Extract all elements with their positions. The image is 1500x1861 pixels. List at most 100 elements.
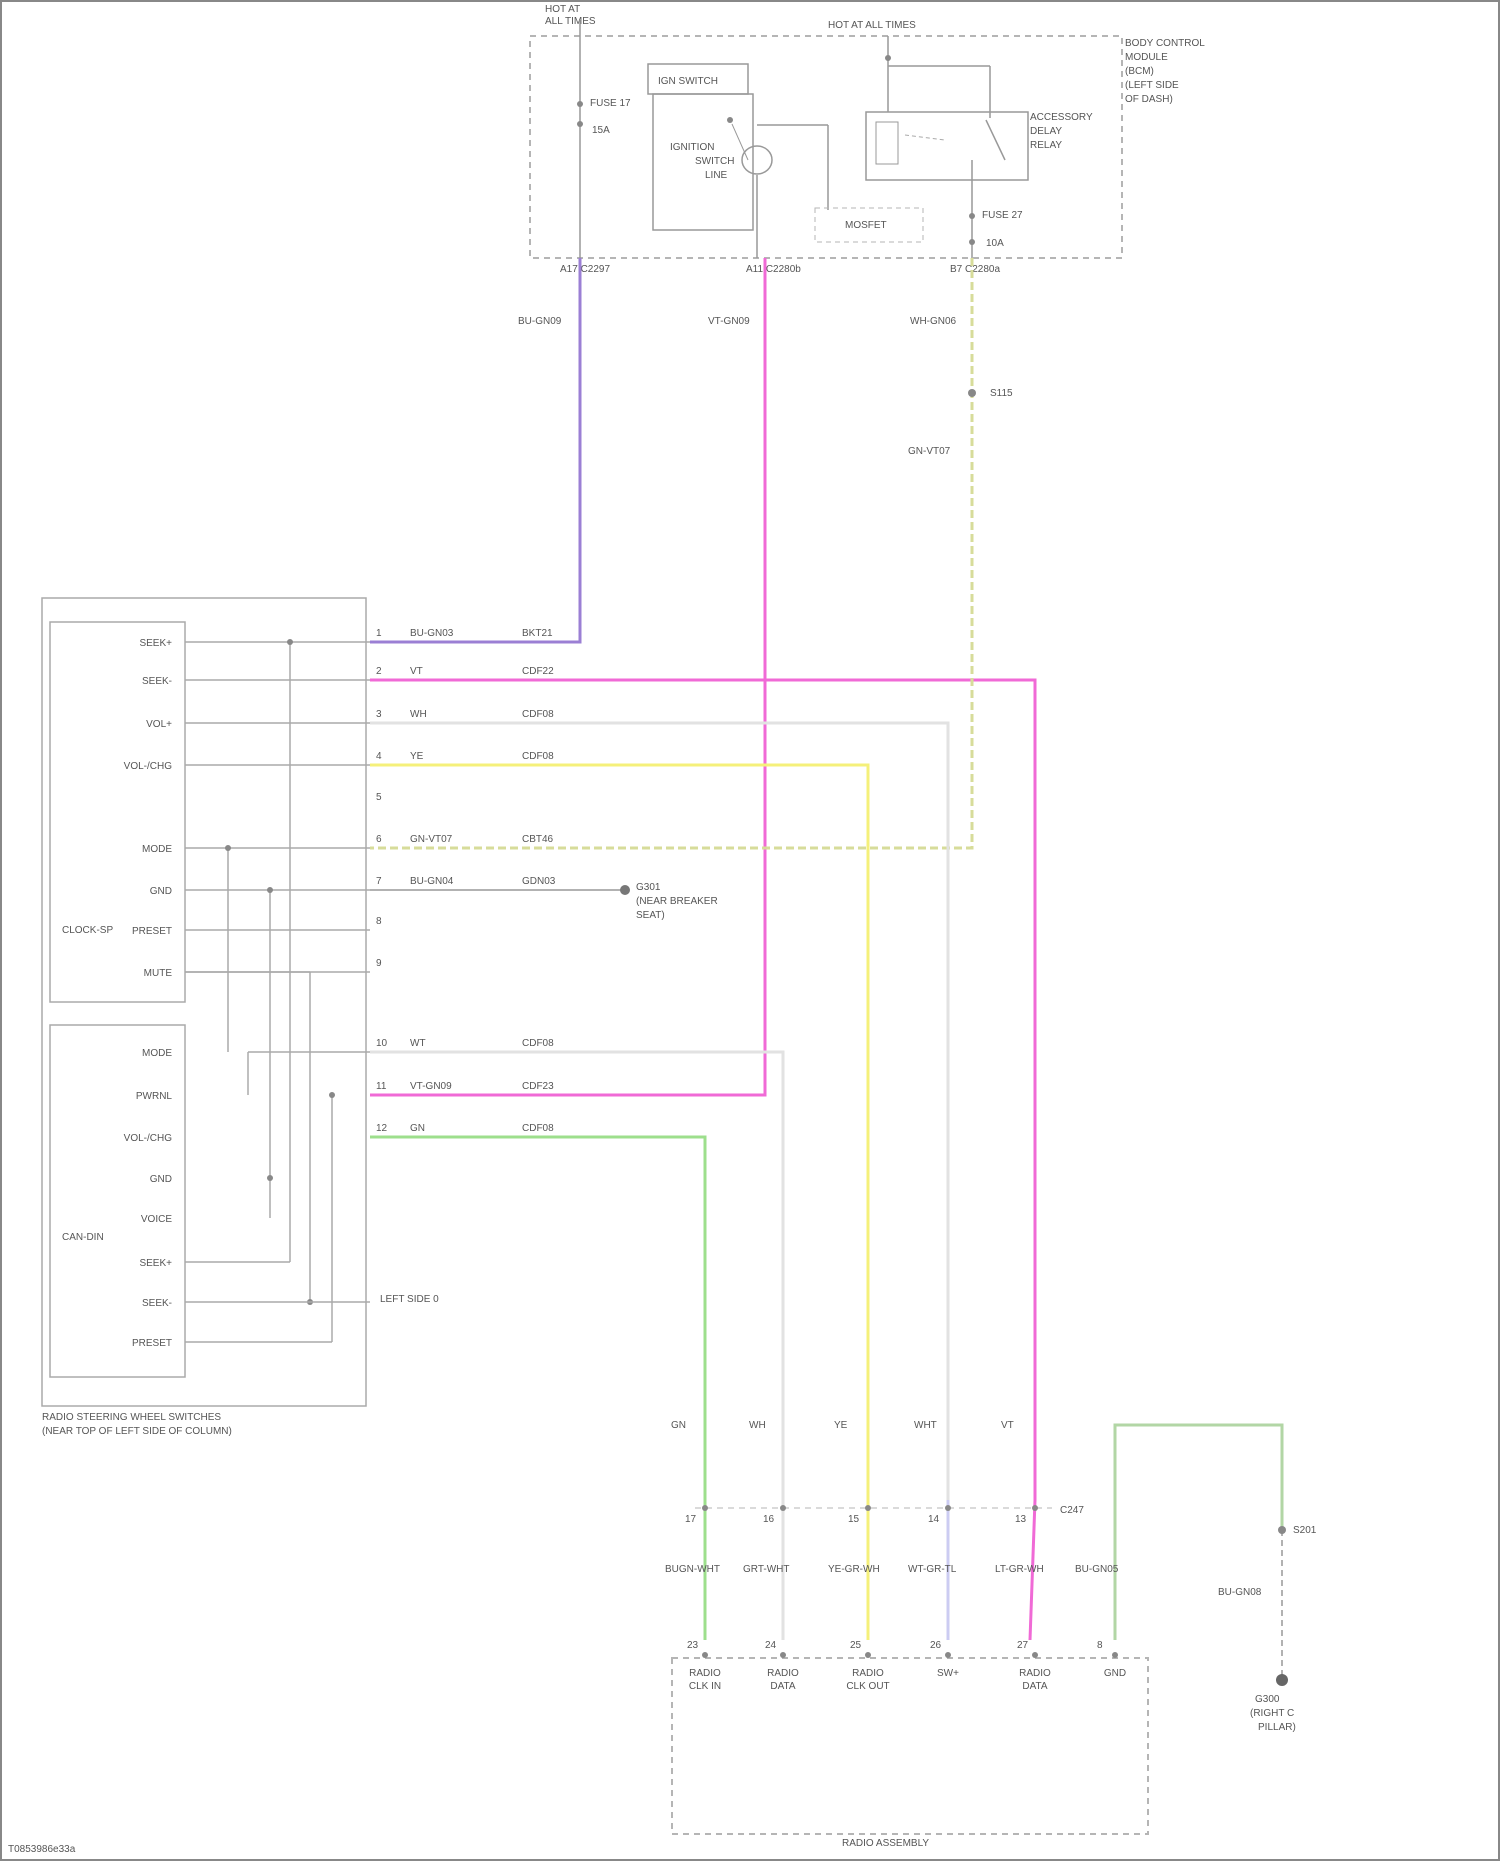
cavity-number: 4 [376,751,382,762]
radio-pin-name: RADIO [689,1668,721,1679]
wire-pink-label: VT-GN09 [708,316,750,327]
splice-s201-label: S201 [1293,1525,1317,1536]
cavity-circuit: CBT46 [522,834,554,845]
radio-circuit: LT-GR-WH [995,1564,1044,1575]
g301-label-1: G301 [636,882,661,893]
bottom-wire-color: YE [834,1420,848,1431]
ground-g300-point [1276,1674,1288,1686]
cavity-number: 1 [376,628,382,639]
cavity-wire-color: WT [410,1038,426,1049]
upper-pin-label: PRESET [132,926,172,937]
cavity-wire-color: GN [410,1123,425,1134]
cavity-number: 3 [376,709,382,720]
cavity-circuit: BKT21 [522,628,553,639]
supply-label-2: ALL TIMES [545,16,596,27]
wire-green [370,1137,705,1640]
wire-grey-3 [370,723,948,1640]
radio-pin-name: SW+ [937,1668,959,1679]
fuse-1-amp: 15A [592,125,610,136]
inline-pin-node [780,1505,786,1511]
upper-pin-label: VOL+ [146,719,172,730]
lower-pin-label: VOICE [141,1214,172,1225]
cavity-circuit: CDF08 [522,1123,554,1134]
bottom-wire-color: WH [749,1420,766,1431]
assembly-name-2: (NEAR TOP OF LEFT SIDE OF COLUMN) [42,1426,232,1437]
upper-section-label: CLOCK-SP [62,925,113,936]
inline-connector-id: C247 [1060,1505,1084,1516]
cavity-list: 1BU-GN03BKT212VTCDF223WHCDF084YECDF0856G… [376,628,556,1134]
upper-pin-label: GND [150,886,172,897]
radio-pin-node [945,1652,951,1658]
g300-label-2: (RIGHT C [1250,1708,1294,1719]
upper-pin-label: VOL-/CHG [124,761,173,772]
radio-pin-name: GND [1104,1668,1126,1679]
inline-pin-number: 17 [685,1514,697,1525]
lower-pin-label: MODE [142,1048,172,1059]
cavity-number: 11 [376,1081,387,1092]
cavity-wire-color: YE [410,751,424,762]
wire-pink-radio [370,680,1035,1640]
cavity-wire-color: VT-GN09 [410,1081,452,1092]
svg-text:MODULE: MODULE [1125,52,1168,63]
fuse-1-node [577,101,583,107]
radio-cavity: 27 [1017,1640,1029,1651]
cavity-number: 9 [376,958,382,969]
radio-pin-name: RADIO [767,1668,799,1679]
bottom-wire-color: WHT [914,1420,937,1431]
upper-pin-label: SEEK+ [139,638,172,649]
cavity-number: 6 [376,834,382,845]
bottom-wire-color: GN [671,1420,686,1431]
lower-pin-label: SEEK- [142,1298,172,1309]
relay-label-3: RELAY [1030,140,1062,151]
wire-olive [370,258,972,848]
inline-pin-node [945,1505,951,1511]
ignition-switch-label: IGN SWITCH [658,76,718,87]
radio-cavity: 26 [930,1640,942,1651]
wires: BU-GN09 VT-GN09 S115 WH-GN06 GN-VT07 G30… [370,258,1317,1733]
upper-pin-label: SEEK- [142,676,172,687]
cavity-number: 10 [376,1038,388,1049]
svg-text:OF DASH): OF DASH) [1125,94,1173,105]
left-pin-label: LEFT SIDE 0 [380,1294,439,1305]
inline-pin-node [865,1505,871,1511]
inline-pin-number: 13 [1015,1514,1027,1525]
cavity-number: 12 [376,1123,388,1134]
g300-label-3: PILLAR) [1258,1722,1296,1733]
inline-pin-node [702,1505,708,1511]
fuse-1-label: FUSE 17 [590,98,631,109]
lower-pin-label: PRESET [132,1338,172,1349]
inline-pin-number: 14 [928,1514,940,1525]
radio-outline [672,1658,1148,1834]
cavity-circuit: CDF08 [522,709,554,720]
cavity-wire-color: BU-GN04 [410,876,454,887]
lower-pin-label: SEEK+ [139,1258,172,1269]
radio-circuit: YE-GR-WH [828,1564,880,1575]
cavity-circuit: CDF23 [522,1081,554,1092]
cavity-wire-color: BU-GN03 [410,628,454,639]
cavity-circuit: CDF08 [522,751,554,762]
wire-olive-label-2: GN-VT07 [908,446,951,457]
g301-label-3: SEAT) [636,910,665,921]
radio-pin-name: DATA [1022,1681,1048,1692]
svg-text:(BCM): (BCM) [1125,66,1154,77]
radio-pin-name: CLK OUT [846,1681,889,1692]
radio-cavity: 25 [850,1640,862,1651]
upper-pin-label: MODE [142,844,172,855]
body-control-module: HOT AT ALL TIMES HOT AT ALL TIMES BODY C… [530,4,1205,275]
cavity-wire-color: GN-VT07 [410,834,453,845]
cavity-number: 2 [376,666,382,677]
radio-pin-node [1112,1652,1118,1658]
power-label: HOT AT ALL TIMES [828,20,916,31]
assembly-name-1: RADIO STEERING WHEEL SWITCHES [42,1412,221,1423]
lower-pin-list: MODEPWRNLVOL-/CHGGNDVOICESEEK+SEEK-PRESE… [124,1048,173,1349]
bcm-pin-2: A11 C2280b [746,264,801,275]
svg-text:(LEFT SIDE: (LEFT SIDE [1125,80,1179,91]
splice-s201 [1278,1526,1286,1534]
relay-label-1: ACCESSORY [1030,112,1093,123]
radio-pin-name: RADIO [1019,1668,1051,1679]
mosfet-label: MOSFET [845,220,887,231]
radio-pin-name: RADIO [852,1668,884,1679]
inline-pin-number: 15 [848,1514,860,1525]
